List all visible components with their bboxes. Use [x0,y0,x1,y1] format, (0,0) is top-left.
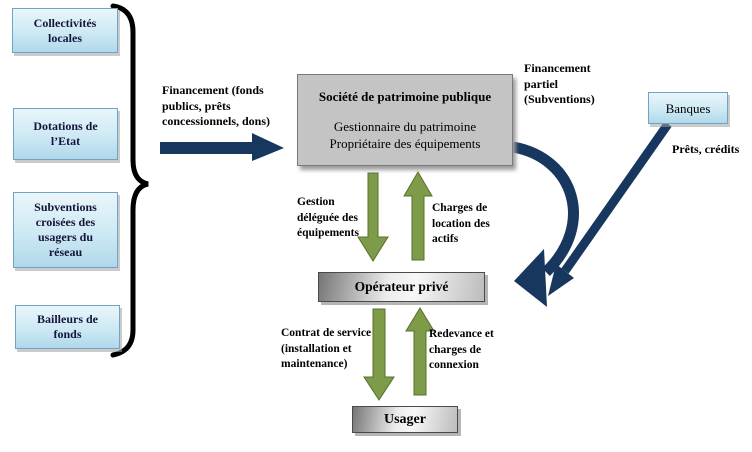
charges-location-up-arrow [403,171,433,261]
brace-icon [110,3,149,358]
financement-arrow [160,133,284,161]
financement-partiel-curved-arrow [511,141,579,276]
banques-box: Banques [648,92,728,124]
gestion-deleguee-label: Gestion déléguée des équipements [297,196,359,239]
financement-partiel-label: Financement partiel (Subventions) [524,61,595,106]
redevance-label: Redevance et charges de connexion [429,328,494,371]
charges-location-label: Charges de location des actifs [432,202,490,245]
prets-credits-arrow [561,121,672,274]
societe-patrimoine-subtitle: Gestionnaire du patrimoine Propriétaire … [329,118,481,151]
financement-label: Financement (fonds publics, prêts conces… [162,83,271,128]
societe-patrimoine-title: Société de patrimoine publique [318,88,492,104]
source-box-subventions-croisees: Subventions croisées des usagers du rése… [13,192,118,268]
usager-box: Usager [352,406,458,433]
prets-credits-arrowhead-icon [548,264,574,296]
financement-partiel-arrowhead-icon [514,249,547,307]
source-box-dotations-etat: Dotations de l’Etat [13,108,118,160]
contrat-service-label: Contrat de service (installation et main… [281,327,372,370]
source-box-bailleurs-fonds: Bailleurs de fonds [15,305,120,349]
societe-patrimoine-box: Société de patrimoine publique Gestionna… [297,74,513,166]
source-box-collectivites-locales: Collectivités locales [12,8,118,53]
operateur-prive-box: Opérateur privé [318,272,485,302]
prets-credits-label: Prêts, crédits [672,142,740,156]
